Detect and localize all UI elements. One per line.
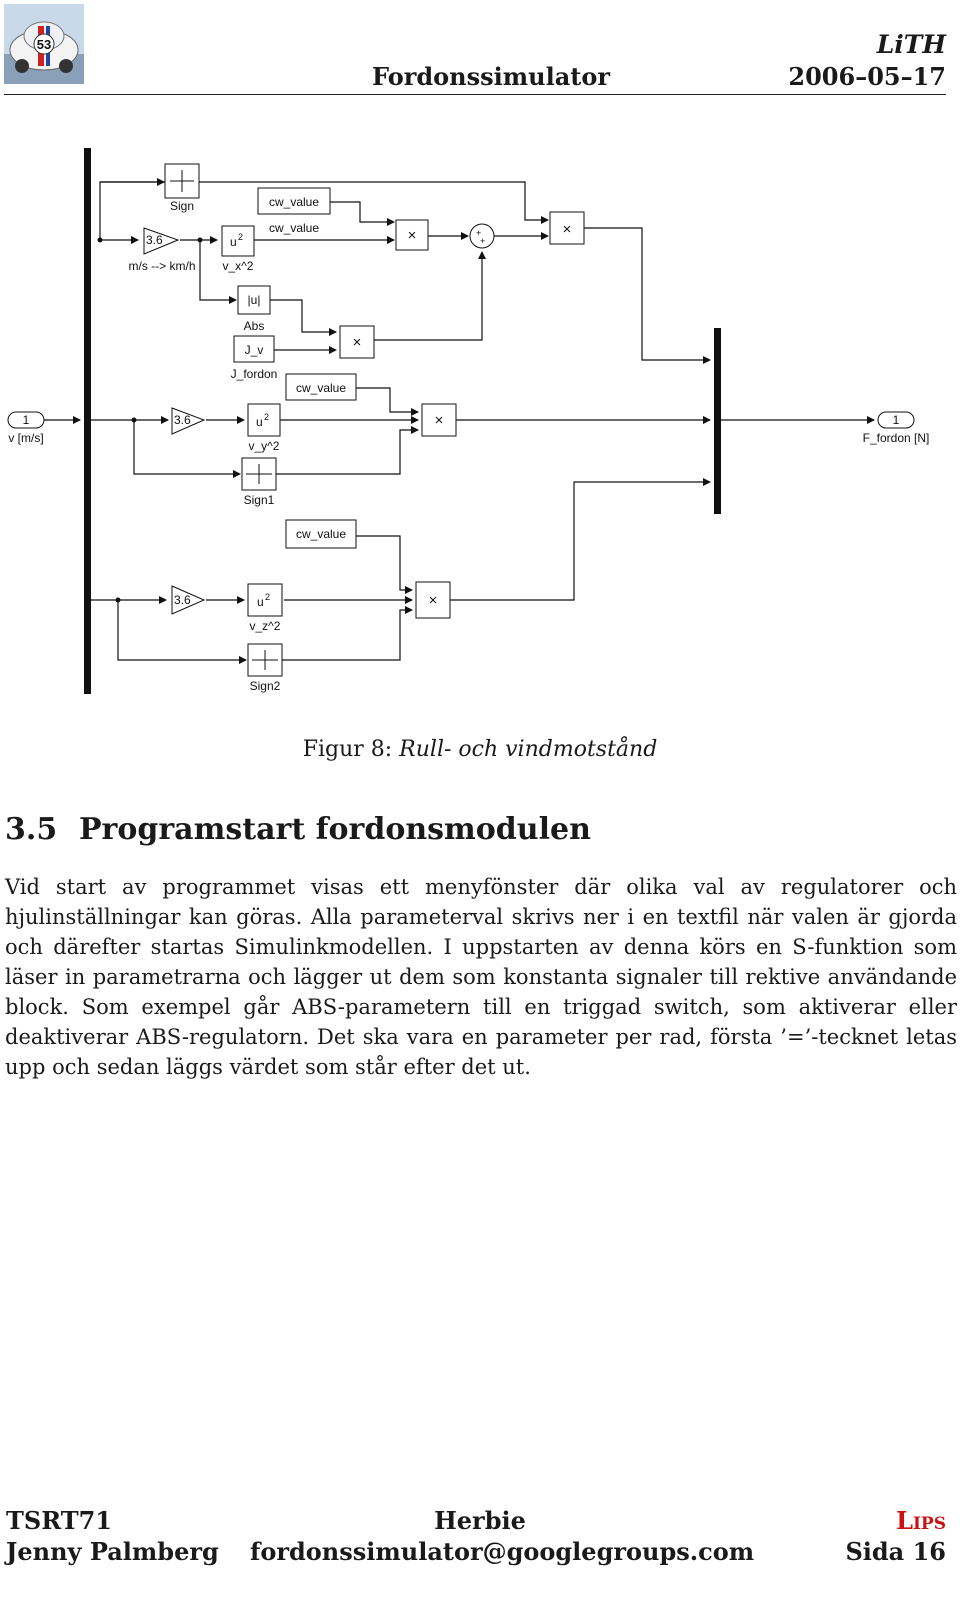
sign2-label: Sign2 xyxy=(250,679,281,693)
footer-center: Herbie fordonssimulator@googlegroups.com xyxy=(250,1505,755,1567)
sign2-block: Sign2 xyxy=(247,643,283,693)
cw-value-block-1: cw_value xyxy=(257,187,331,215)
body-text: Vid start av programmet visas ett menyfö… xyxy=(5,872,957,1082)
outport-label: F_fordon [N] xyxy=(863,431,930,445)
figure-caption: Figur 8: Rull- och vindmotstånd xyxy=(0,737,960,762)
sign-label: Sign xyxy=(170,199,194,213)
caption-text: Rull- och vindmotstånd xyxy=(399,737,658,762)
svg-text:|u|: |u| xyxy=(248,293,261,307)
mux-bar-right xyxy=(714,328,721,514)
svg-text:2: 2 xyxy=(264,412,269,422)
square-z-label: v_z^2 xyxy=(250,619,281,633)
svg-text:1: 1 xyxy=(23,413,30,427)
footer-course: TSRT71 xyxy=(6,1506,112,1535)
cw-value-block-4: cw_value xyxy=(285,519,357,549)
header-rule xyxy=(4,94,946,95)
footer-author: Jenny Palmberg xyxy=(6,1537,219,1566)
footer-left: TSRT71 Jenny Palmberg xyxy=(6,1505,219,1567)
logo-number: 53 xyxy=(37,37,51,52)
gain-x-label: m/s --> km/h xyxy=(128,259,195,273)
square-x-block: u 2 v_x^2 xyxy=(221,225,255,273)
product-block-2: × xyxy=(549,211,585,245)
inport-label: v [m/s] xyxy=(8,431,43,445)
svg-text:u: u xyxy=(257,595,264,609)
abs-block: |u| Abs xyxy=(237,285,271,333)
header-org: LiTH xyxy=(876,30,946,59)
svg-text:+: + xyxy=(476,228,481,238)
sum-block: + + xyxy=(469,223,495,249)
herbie-logo: 53 xyxy=(4,4,84,84)
svg-text:+: + xyxy=(480,236,485,246)
svg-text:×: × xyxy=(563,221,572,238)
svg-text:2: 2 xyxy=(238,232,243,242)
product-block-4: × xyxy=(421,403,457,437)
inport-block: 1 v [m/s] xyxy=(7,411,45,445)
footer-right: Lips Sida 16 xyxy=(845,1505,946,1567)
square-y-label: v_y^2 xyxy=(249,439,280,453)
svg-text:×: × xyxy=(408,227,417,244)
svg-text:1: 1 xyxy=(893,413,900,427)
gain-x-block: 3.6 m/s --> km/h xyxy=(128,227,196,273)
product-block-1: × xyxy=(395,219,429,251)
section-number: 3.5 xyxy=(5,812,58,847)
footer-email[interactable]: fordonssimulator@googlegroups.com xyxy=(250,1537,755,1566)
svg-text:3.6: 3.6 xyxy=(174,413,191,427)
header-title: Fordonssimulator xyxy=(372,62,611,91)
svg-text:J_v: J_v xyxy=(245,343,264,357)
body-paragraph: Vid start av programmet visas ett menyfö… xyxy=(5,875,957,1079)
sign-block: Sign xyxy=(164,163,200,213)
jv-label: J_fordon xyxy=(231,367,278,381)
svg-text:3.6: 3.6 xyxy=(174,593,191,607)
footer-brand: Lips xyxy=(896,1506,946,1535)
svg-text:cw_value: cw_value xyxy=(296,381,346,395)
svg-text:u: u xyxy=(230,235,237,249)
square-x-label: v_x^2 xyxy=(223,259,254,273)
section-title: Programstart fordonsmodulen xyxy=(79,812,591,847)
caption-prefix: Figur 8: xyxy=(302,737,393,762)
abs-label: Abs xyxy=(244,319,265,333)
jv-block: J_v J_fordon xyxy=(231,335,278,381)
gain-z-block: 3.6 xyxy=(171,585,206,615)
footer-project: Herbie xyxy=(434,1506,526,1535)
sign1-label: Sign1 xyxy=(244,493,275,507)
outport-block: 1 F_fordon [N] xyxy=(863,411,930,445)
product-block-3: × xyxy=(339,325,375,359)
svg-text:cw_value: cw_value xyxy=(269,195,319,209)
mux-bar-left xyxy=(84,148,91,694)
cw-value-label-2: cw_value xyxy=(269,221,319,235)
svg-text:2: 2 xyxy=(265,592,270,602)
square-y-block: u 2 v_y^2 xyxy=(247,403,281,453)
simulink-diagram: Sign cw_value cw_value 3.6 m/s --> km/h … xyxy=(7,148,930,694)
svg-text:u: u xyxy=(256,415,263,429)
svg-text:×: × xyxy=(429,592,438,609)
product-block-5: × xyxy=(415,581,451,619)
sign1-block: Sign1 xyxy=(241,457,277,507)
cw-value-block-3: cw_value xyxy=(285,373,357,401)
footer-page: Sida 16 xyxy=(845,1537,946,1566)
svg-text:×: × xyxy=(353,334,362,351)
svg-text:cw_value: cw_value xyxy=(296,527,346,541)
svg-text:3.6: 3.6 xyxy=(146,233,163,247)
square-z-block: u 2 v_z^2 xyxy=(247,583,283,633)
svg-text:×: × xyxy=(435,412,444,429)
header-date: 2006–05–17 xyxy=(788,62,946,91)
gain-y-block: 3.6 xyxy=(171,407,206,435)
section-heading: 3.5 Programstart fordonsmodulen xyxy=(5,812,591,847)
